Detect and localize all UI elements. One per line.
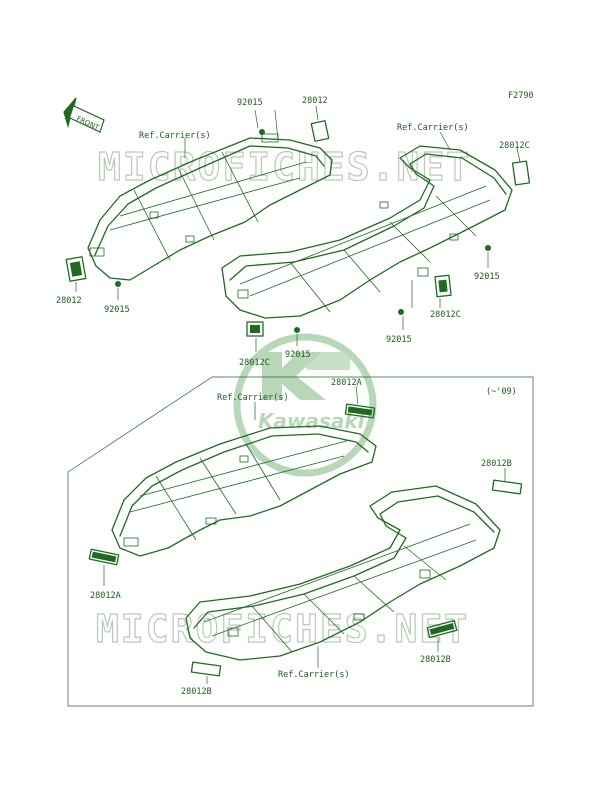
lower-parts <box>88 403 523 677</box>
label-92015-d: 92015 <box>386 335 412 345</box>
lower-leaders <box>103 385 506 684</box>
label-28012c-b: 28012C <box>430 310 461 320</box>
carrier-lower-rear <box>185 485 501 661</box>
variant-box <box>67 376 534 707</box>
label-28012-a: 28012 <box>302 96 328 106</box>
reflector-28012c-right <box>511 160 531 186</box>
figure-code: F2790 <box>508 91 534 101</box>
upper-parts <box>65 120 531 337</box>
label-ref-carrier-a: Ref.Carrier(s) <box>139 131 211 141</box>
reflector-28012-left <box>65 256 87 282</box>
front-arrow-icon: FRONT <box>63 97 105 133</box>
label-92015-e: 92015 <box>285 350 311 360</box>
label-28012c-a: 28012C <box>499 141 530 151</box>
carrier-upper-front <box>87 133 333 281</box>
label-92015-c: 92015 <box>474 272 500 282</box>
carrier-upper-rear <box>221 145 513 319</box>
kawasaki-logo-watermark: Kawasaki <box>233 333 377 477</box>
label-ref-carrier-b: Ref.Carrier(s) <box>397 123 469 133</box>
label-28012c-c: 28012C <box>239 358 270 368</box>
label-28012b-a: 28012B <box>481 459 512 469</box>
label-ref-carrier-d: Ref.Carrier(s) <box>278 670 350 680</box>
nut-92015-d <box>398 309 404 315</box>
label-28012b-c: 28012B <box>181 687 212 697</box>
watermark-top: MICROFICHES.NET <box>98 145 471 189</box>
reflector-28012b-bottom <box>190 661 222 677</box>
reflector-28012c-mid <box>434 274 452 298</box>
logo-text: Kawasaki <box>258 409 366 433</box>
label-28012a-a: 28012A <box>331 378 362 388</box>
label-28012-b: 28012 <box>56 296 82 306</box>
watermark-bottom: MICROFICHES.NET <box>96 607 469 651</box>
label-ref-carrier-c: Ref.Carrier(s) <box>217 393 289 403</box>
nut-92015-e <box>294 327 300 333</box>
label-28012b-b: 28012B <box>420 655 451 665</box>
reflector-28012b-right <box>491 479 523 495</box>
reflector-28012b-mid <box>426 619 458 639</box>
nut-92015-b <box>115 281 121 287</box>
variant-note: (~'09) <box>486 387 517 397</box>
reflector-28012a-top <box>344 403 376 419</box>
label-92015-a: 92015 <box>237 98 263 108</box>
upper-leaders <box>75 105 521 352</box>
reflector-28012-top <box>310 120 330 142</box>
nut-92015-a <box>259 129 265 135</box>
carrier-lower-front <box>111 425 377 557</box>
reflector-28012c-bottom <box>246 321 264 337</box>
nut-92015-c <box>485 245 491 251</box>
label-28012a-b: 28012A <box>90 591 121 601</box>
reflector-28012a-left <box>88 548 120 566</box>
label-92015-b: 92015 <box>104 305 130 315</box>
